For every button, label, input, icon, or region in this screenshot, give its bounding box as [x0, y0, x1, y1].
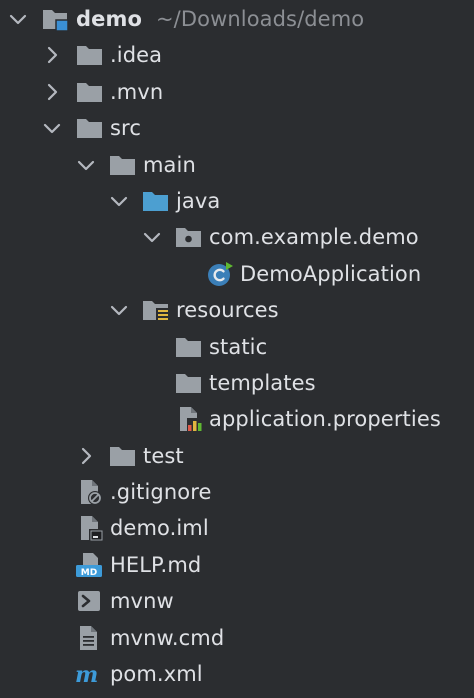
tree-item-application-properties[interactable]: application.properties — [0, 401, 474, 437]
tree-item-label: templates — [209, 370, 316, 395]
tree-item-mvn[interactable]: .mvn — [0, 74, 474, 110]
tree-item-static[interactable]: static — [0, 329, 474, 365]
tree-item-label: resources — [176, 298, 279, 323]
source-root-folder-icon — [142, 188, 170, 214]
tree-item-demoapplication[interactable]: DemoApplication — [0, 256, 474, 292]
tree-item-label: main — [143, 152, 196, 177]
resources-folder-icon — [142, 297, 170, 323]
tree-item-main[interactable]: main — [0, 147, 474, 183]
shell-script-icon — [77, 588, 105, 614]
tree-item-label: mvnw — [110, 589, 174, 614]
chevron-right-icon[interactable] — [42, 45, 62, 65]
tree-item-java[interactable]: java — [0, 183, 474, 219]
package-icon — [175, 224, 203, 250]
chevron-right-icon[interactable] — [42, 82, 62, 102]
chevron-down-icon[interactable] — [8, 9, 28, 29]
folder-icon — [76, 42, 104, 68]
tree-item-resources[interactable]: resources — [0, 292, 474, 328]
tree-item-label: application.properties — [209, 407, 441, 432]
chevron-down-icon[interactable] — [109, 191, 129, 211]
tree-item-label: demo.iml — [110, 516, 209, 541]
tree-item-idea[interactable]: .idea — [0, 37, 474, 73]
chevron-down-icon[interactable] — [42, 118, 62, 138]
chevron-down-icon[interactable] — [109, 300, 129, 320]
folder-icon — [175, 334, 203, 360]
tree-item-label: .idea — [110, 43, 163, 68]
tree-item-test[interactable]: test — [0, 438, 474, 474]
folder-icon — [109, 152, 137, 178]
tree-item-label: DemoApplication — [240, 261, 422, 286]
tree-item-src[interactable]: src — [0, 110, 474, 146]
folder-icon — [76, 115, 104, 141]
tree-item-label: test — [143, 443, 184, 468]
tree-item-help-md[interactable]: MD HELP.md — [0, 547, 474, 583]
maven-icon: m — [75, 661, 103, 687]
tree-item-gitignore[interactable]: .gitignore — [0, 474, 474, 510]
text-file-icon — [77, 625, 105, 651]
tree-item-label: src — [110, 116, 141, 141]
tree-item-mvnw-cmd[interactable]: mvnw.cmd — [0, 620, 474, 656]
tree-item-label: .gitignore — [110, 480, 212, 505]
folder-icon — [175, 370, 203, 396]
tree-item-label: static — [209, 334, 268, 359]
chevron-down-icon[interactable] — [76, 155, 96, 175]
tree-item-label: mvnw.cmd — [110, 625, 225, 650]
svg-text:m: m — [75, 662, 98, 687]
iml-file-icon — [77, 515, 105, 542]
tree-item-label: demo~/Downloads/demo — [76, 7, 365, 31]
folder-icon — [76, 79, 104, 105]
tree-item-pom-xml[interactable]: m pom.xml — [0, 656, 474, 692]
chevron-down-icon[interactable] — [142, 227, 162, 247]
properties-file-icon — [176, 406, 204, 433]
svg-text:MD: MD — [81, 568, 97, 578]
chevron-right-icon[interactable] — [76, 446, 96, 466]
tree-item-label: java — [176, 188, 221, 213]
folder-icon — [109, 443, 137, 469]
tree-item-demo[interactable]: demo~/Downloads/demo — [0, 1, 474, 37]
tree-item-mvnw[interactable]: mvnw — [0, 583, 474, 619]
tree-item-demo-iml[interactable]: demo.iml — [0, 510, 474, 546]
tree-item-label: com.example.demo — [209, 225, 419, 250]
tree-item-label: pom.xml — [110, 662, 203, 687]
ignore-file-icon — [77, 479, 105, 506]
project-path: ~/Downloads/demo — [155, 7, 365, 31]
tree-item-com-example-demo[interactable]: com.example.demo — [0, 219, 474, 255]
module-folder-icon — [42, 6, 70, 32]
tree-item-templates[interactable]: templates — [0, 365, 474, 401]
tree-item-label: .mvn — [110, 79, 164, 104]
spring-class-icon — [206, 261, 234, 287]
tree-item-label: HELP.md — [110, 552, 202, 577]
markdown-file-icon: MD — [75, 552, 103, 578]
